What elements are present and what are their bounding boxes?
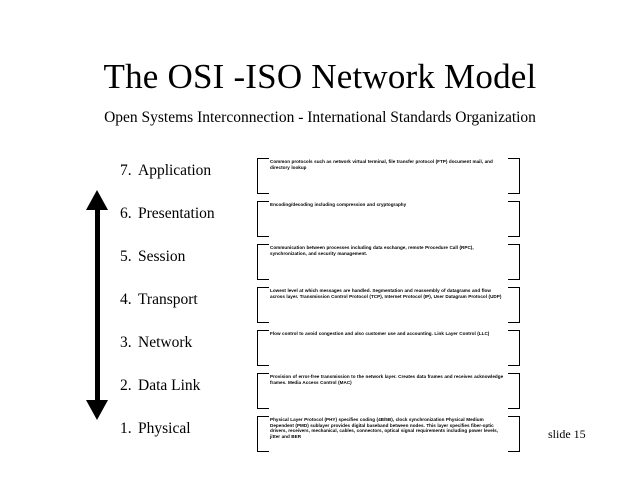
arrow-head-up-icon <box>86 190 108 210</box>
layer-name: Network <box>138 334 193 351</box>
bracket-left <box>257 201 269 237</box>
layer-label-network: 3. Network <box>120 333 245 353</box>
layer-name: Session <box>138 248 186 265</box>
layer-description-text: Encoding/decoding including compression … <box>270 202 407 207</box>
layer-label-physical: 1. Physical <box>120 419 245 439</box>
layer-label-presentation: 6. Presentation <box>120 204 245 224</box>
layer-name: Presentation <box>138 205 215 222</box>
layer-row: 1. Physical Physical Layer Protocol (PHY)… <box>0 413 640 456</box>
layer-number: 5. <box>120 248 132 265</box>
layer-description-box: Provision of error-free transmission to … <box>257 373 520 409</box>
arrow-head-down-icon <box>86 400 108 420</box>
layer-description-box: Flow control to avoid congestion and als… <box>257 330 520 366</box>
layer-label-session: 5. Session <box>120 247 245 267</box>
bracket-right <box>508 201 520 237</box>
bracket-right <box>508 244 520 280</box>
layer-row: 2. Data Link Provision of error-free tran… <box>0 370 640 413</box>
layer-description-text: Communication between processes includin… <box>270 245 474 256</box>
layer-name: Data Link <box>138 377 201 394</box>
layer-description-box: Lowest level at which messages are handl… <box>257 287 520 323</box>
bracket-left <box>257 158 269 194</box>
arrow-shaft <box>95 207 100 403</box>
layer-row: 3. Network Flow control to avoid congesti… <box>0 327 640 370</box>
bracket-right <box>508 287 520 323</box>
layer-description-text: Common protocols such as network virtual… <box>270 159 493 170</box>
layer-label-data-link: 2. Data Link <box>120 376 245 396</box>
layer-label-application: 7. Application <box>120 161 245 181</box>
layer-number: 1. <box>120 420 132 437</box>
layer-description-box: Physical Layer Protocol (PHY) specifies … <box>257 416 520 452</box>
layer-name: Application <box>138 162 212 179</box>
layer-label-transport: 4. Transport <box>120 290 245 310</box>
vertical-double-arrow-icon <box>82 190 114 420</box>
layer-description-box: Encoding/decoding including compression … <box>257 201 520 237</box>
layer-description-text: Physical Layer Protocol (PHY) specifies … <box>270 417 498 439</box>
slide-number: slide 15 <box>548 427 586 441</box>
layer-description-text: Flow control to avoid congestion and als… <box>270 331 490 336</box>
layer-number: 3. <box>120 334 132 351</box>
layer-name: Physical <box>138 420 191 437</box>
layer-description-text: Lowest level at which messages are handl… <box>270 288 502 299</box>
layer-number: 4. <box>120 291 132 308</box>
bracket-left <box>257 244 269 280</box>
layer-row: 6. Presentation Encoding/decoding includi… <box>0 198 640 241</box>
bracket-left <box>257 373 269 409</box>
layer-description-box: Communication between processes includin… <box>257 244 520 280</box>
bracket-left <box>257 416 269 452</box>
bracket-right <box>508 373 520 409</box>
layer-row: 7. Application Common protocols such as n… <box>0 155 640 198</box>
layer-number: 2. <box>120 377 132 394</box>
bracket-left <box>257 287 269 323</box>
bracket-left <box>257 330 269 366</box>
layer-number: 7. <box>120 162 132 179</box>
layer-name: Transport <box>138 291 198 308</box>
layer-row: 4. Transport Lowest level at which messag… <box>0 284 640 327</box>
page-title: The OSI -ISO Network Model <box>103 57 537 96</box>
layer-number: 6. <box>120 205 132 222</box>
page-subtitle: Open Systems Interconnection - Internati… <box>104 109 536 126</box>
bracket-right <box>508 416 520 452</box>
layer-description-text: Provision of error-free transmission to … <box>270 374 504 385</box>
bracket-right <box>508 158 520 194</box>
layer-description-box: Common protocols such as network virtual… <box>257 158 520 194</box>
layer-row: 5. Session Communication between processe… <box>0 241 640 284</box>
bracket-right <box>508 330 520 366</box>
